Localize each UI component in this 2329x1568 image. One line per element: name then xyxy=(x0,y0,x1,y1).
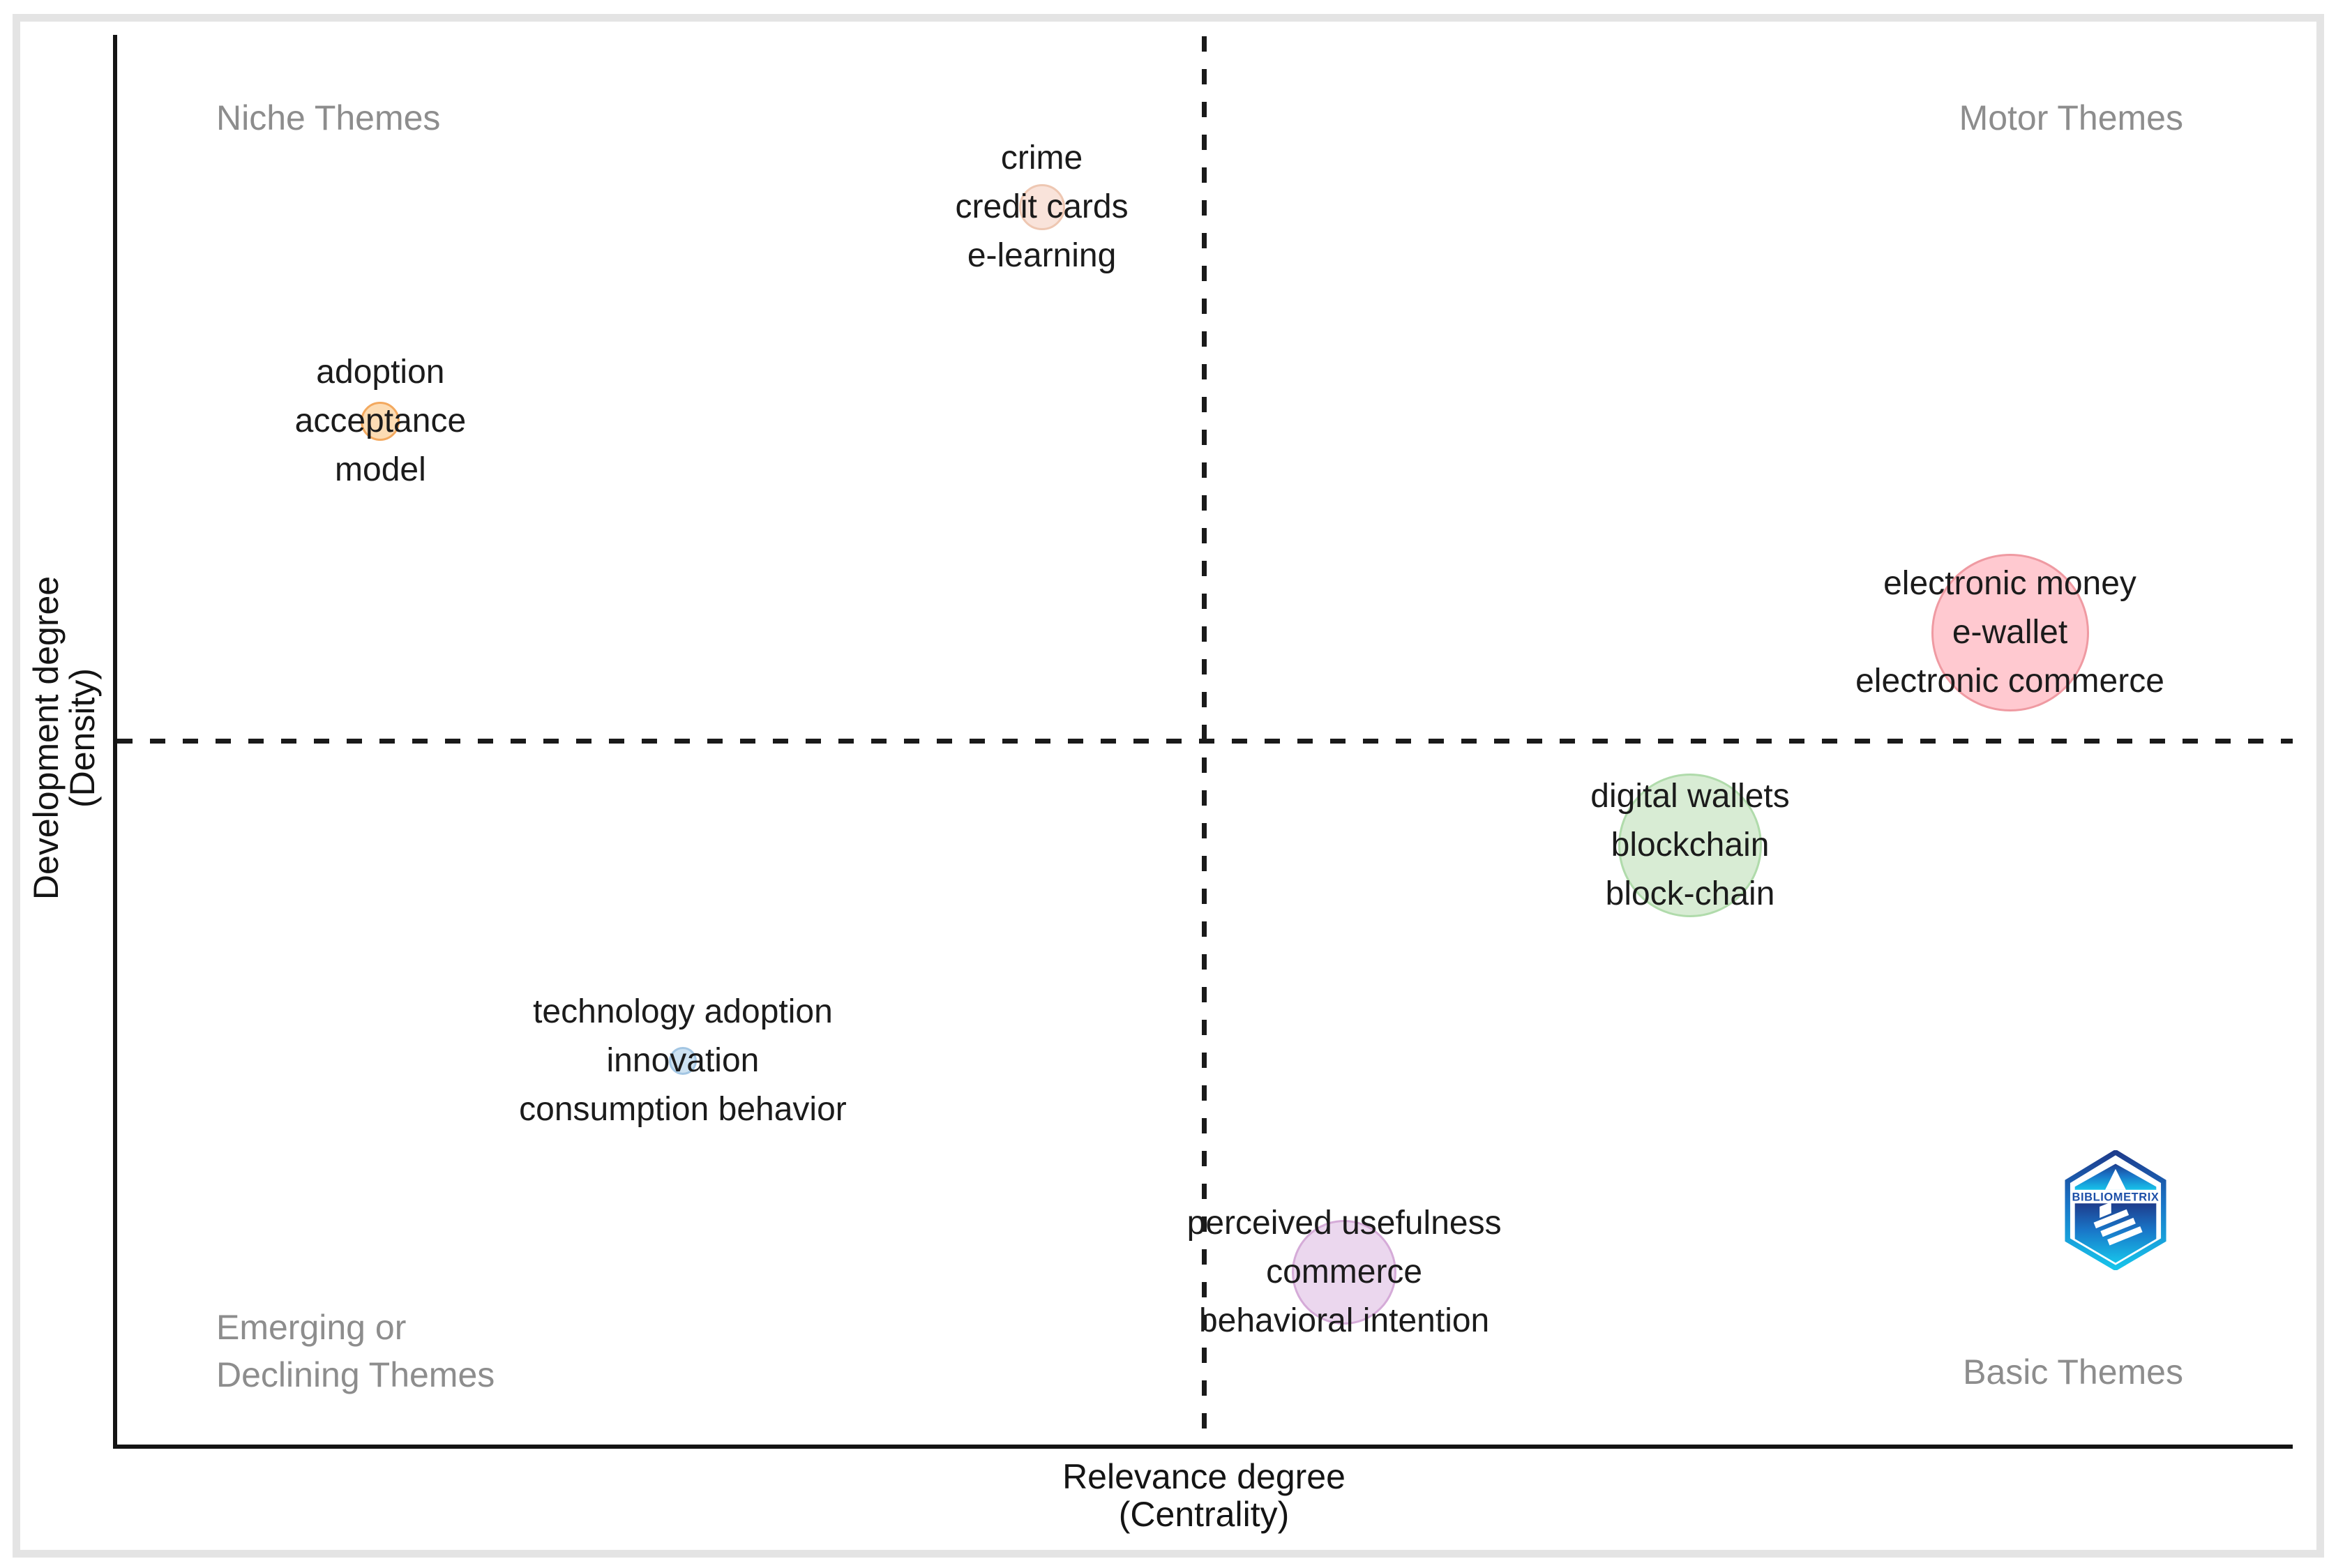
theme-label-line: electronic commerce xyxy=(1855,662,2164,700)
theme-label-line: model xyxy=(335,451,426,488)
y-axis-label-line: Development degree xyxy=(27,575,66,900)
theme-label-line: credit cards xyxy=(955,188,1129,225)
quadrant-label-motor-themes: Motor Themes xyxy=(1959,98,2183,137)
theme-label-line: commerce xyxy=(1266,1253,1423,1291)
quadrant-label-basic-themes: Basic Themes xyxy=(1963,1352,2183,1392)
theme-label-digital-wallets: digital wallets blockchain block-chain xyxy=(1590,772,1789,919)
theme-label-line: digital wallets xyxy=(1590,778,1790,815)
x-axis-label-line: Relevance degree xyxy=(1062,1457,1346,1496)
quadrant-label-niche-themes: Niche Themes xyxy=(216,98,441,137)
theme-label-crime: crime credit cards e-learning xyxy=(956,134,1129,280)
x-axis-label-line: (Centrality) xyxy=(1118,1495,1290,1534)
theme-label-line: innovation xyxy=(606,1042,760,1080)
y-axis-label: Development degree (Density) xyxy=(27,575,102,900)
theme-label-line: block-chain xyxy=(1605,875,1775,913)
plot-area: crime credit cards e-learning adoption accep… xyxy=(113,35,2293,1449)
theme-label-line: perceived usefulness xyxy=(1186,1205,1502,1242)
x-axis-label: Relevance degree (Centrality) xyxy=(1062,1458,1346,1533)
logo-lower-shape xyxy=(2074,1203,2157,1263)
theme-label-line: technology adoption xyxy=(533,993,833,1031)
theme-label-line: behavioral intention xyxy=(1198,1302,1490,1340)
theme-label-line: adoption xyxy=(316,353,445,391)
theme-label-line: e-learning xyxy=(967,236,1117,274)
theme-label-line: blockchain xyxy=(1611,827,1770,864)
horizontal-divider-dashed-line xyxy=(117,739,2293,744)
bibliometrix-logo: BIBLIOMETRIX xyxy=(2065,1150,2166,1270)
quadrant-label-line: Emerging or xyxy=(216,1308,407,1347)
theme-bubble-perceived-usefulness xyxy=(1292,1220,1397,1325)
theme-bubble-crime xyxy=(1018,183,1065,230)
logo-wordmark: BIBLIOMETRIX xyxy=(2072,1191,2160,1204)
theme-label-line: crime xyxy=(1000,139,1083,176)
quadrant-label-emerging-declining-themes: Emerging or Declining Themes xyxy=(216,1304,495,1399)
logo-text-band xyxy=(2072,1189,2159,1204)
logo-lighthouse-shape xyxy=(2105,1168,2126,1190)
theme-label-adoption: adoption acceptance model xyxy=(295,348,467,495)
theme-bubble-electronic-money xyxy=(1931,553,2089,711)
theme-label-line: acceptance xyxy=(294,402,467,439)
theme-label-technology-adoption: technology adoption innovation consumption… xyxy=(519,988,847,1134)
theme-label-perceived-usefulness: perceived usefulness commerce behavioral i… xyxy=(1187,1199,1502,1345)
theme-bubble-technology-adoption xyxy=(668,1047,697,1076)
logo-books-shape xyxy=(2093,1202,2143,1246)
y-axis-label-line: (Density) xyxy=(63,668,102,808)
quadrant-label-line: Declining Themes xyxy=(216,1355,495,1394)
theme-bubble-digital-wallets xyxy=(1618,774,1763,918)
theme-bubble-adoption xyxy=(361,401,400,441)
theme-label-line: electronic money xyxy=(1883,564,2136,602)
theme-label-electronic-money: electronic money e-wallet electronic comme… xyxy=(1855,559,2164,706)
theme-label-line: consumption behavior xyxy=(519,1091,847,1129)
theme-label-line: e-wallet xyxy=(1952,613,2068,651)
